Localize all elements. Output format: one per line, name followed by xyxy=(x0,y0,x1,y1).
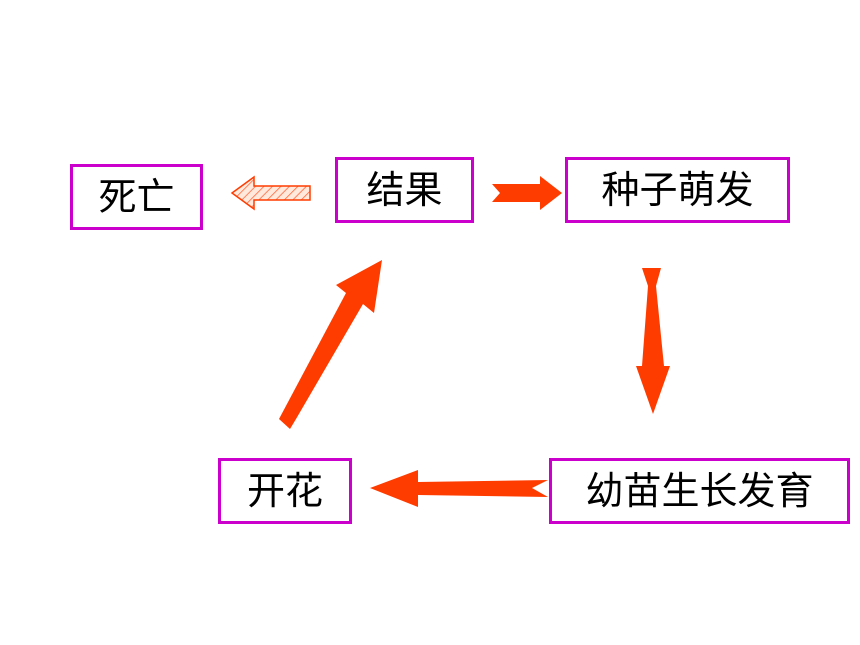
stage-seed-germination-box: 种子萌发 xyxy=(565,157,790,223)
arrow-seedling-to-flowering xyxy=(370,470,548,507)
arrow-seed-to-seedling xyxy=(636,268,670,414)
stage-death-box: 死亡 xyxy=(70,164,203,230)
stage-death-label: 死亡 xyxy=(98,175,175,219)
stage-fruiting-label: 结果 xyxy=(366,168,443,212)
stage-flowering-box: 开花 xyxy=(218,458,352,524)
stage-flowering-label: 开花 xyxy=(246,469,323,513)
arrow-fruiting-to-seed xyxy=(492,176,562,210)
stage-seedling-growth-label: 幼苗生长发育 xyxy=(585,469,814,513)
arrow-fruiting-to-death xyxy=(230,175,311,211)
stage-seedling-growth-box: 幼苗生长发育 xyxy=(549,458,850,524)
stage-fruiting-box: 结果 xyxy=(335,157,474,223)
arrow-flowering-to-fruiting xyxy=(279,260,382,429)
stage-seed-germination-label: 种子萌发 xyxy=(601,168,754,212)
